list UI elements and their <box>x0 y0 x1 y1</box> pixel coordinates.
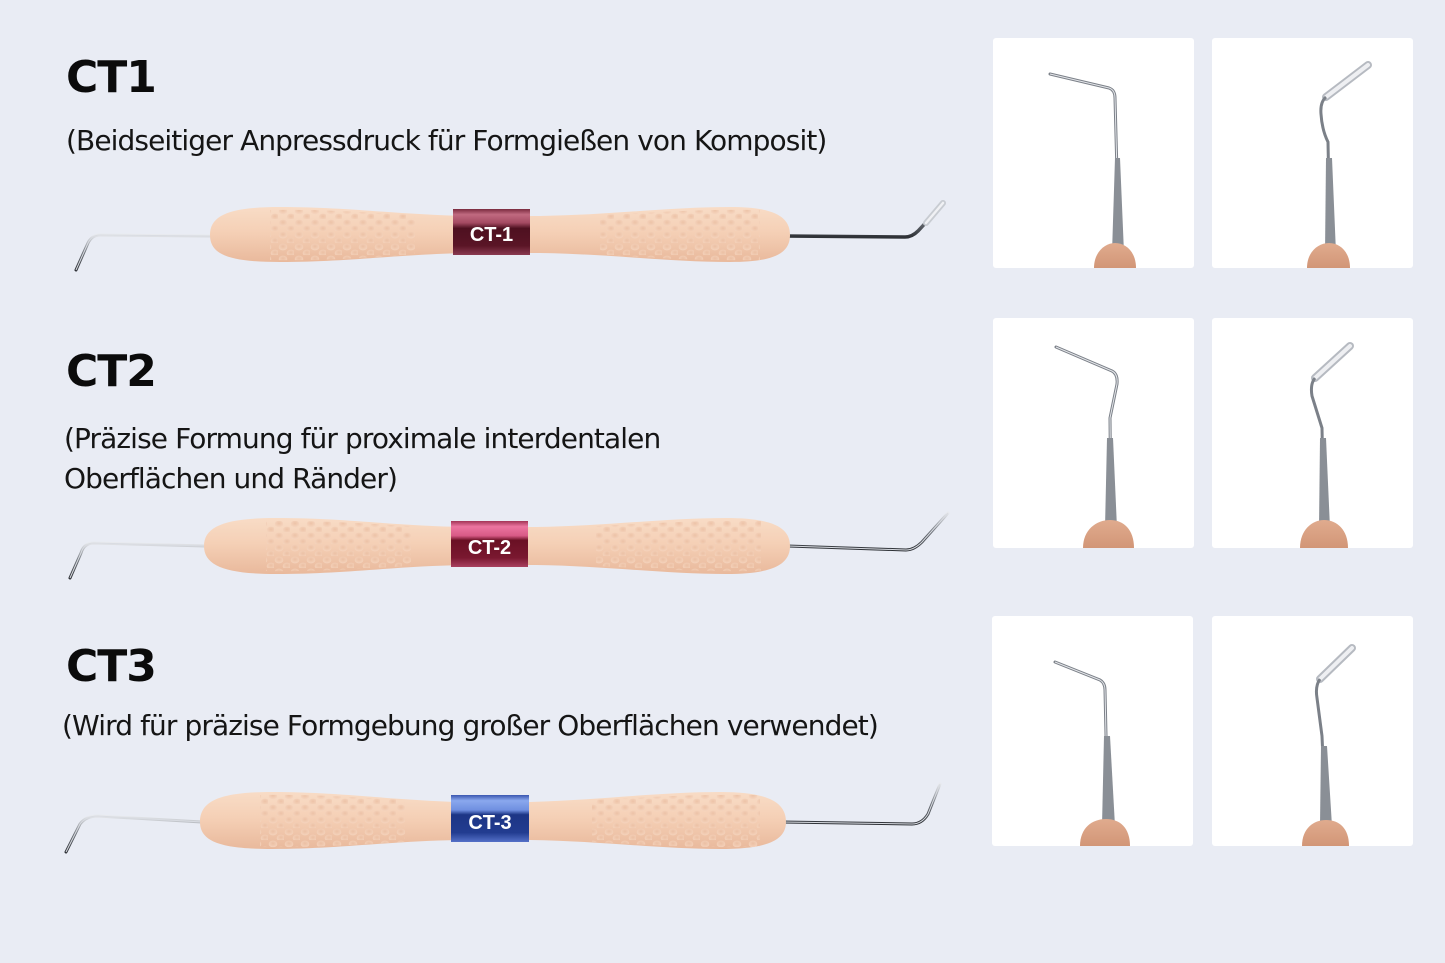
right-tip-icon <box>783 203 944 239</box>
probe-tip-icon <box>1054 345 1134 548</box>
band-label: CT-2 <box>468 537 511 559</box>
paddle-tip-icon <box>1307 61 1372 268</box>
left-tip-icon <box>68 541 208 580</box>
instrument-ct3: CT-3 <box>60 780 950 870</box>
detail-image-ct1-right <box>1212 38 1413 268</box>
band-label: CT-1 <box>470 224 513 246</box>
detail-image-ct2-left <box>993 318 1194 548</box>
product-title: CT1 <box>66 52 157 103</box>
product-description-line-1: (Präzise Formung für proximale interdent… <box>64 422 661 455</box>
product-title: CT3 <box>66 641 157 692</box>
detail-image-ct3-right <box>1212 616 1413 846</box>
detail-image-ct3-left <box>992 616 1193 846</box>
product-description: (Beidseitiger Anpressdruck für Formgieße… <box>66 124 827 157</box>
probe-tip-icon <box>1053 660 1130 846</box>
instrument-ct1: CT-1 <box>70 195 960 285</box>
instrument-ct2: CT-2 <box>66 508 956 598</box>
detail-image-ct2-right <box>1212 318 1413 548</box>
detail-image-ct1-left <box>993 38 1194 268</box>
right-tip-icon <box>786 511 950 552</box>
band-label: CT-3 <box>468 812 511 834</box>
probe-tip-icon <box>1048 72 1136 268</box>
product-description-line-2: Oberflächen und Ränder) <box>64 462 398 495</box>
paddle-tip-icon <box>1302 644 1356 846</box>
left-tip-icon <box>74 233 212 272</box>
right-tip-icon <box>780 782 942 826</box>
product-description: (Wird für präzise Formgebung großer Ober… <box>62 709 879 742</box>
left-tip-icon <box>64 814 204 854</box>
paddle-tip-icon <box>1300 342 1354 548</box>
product-title: CT2 <box>66 346 157 397</box>
